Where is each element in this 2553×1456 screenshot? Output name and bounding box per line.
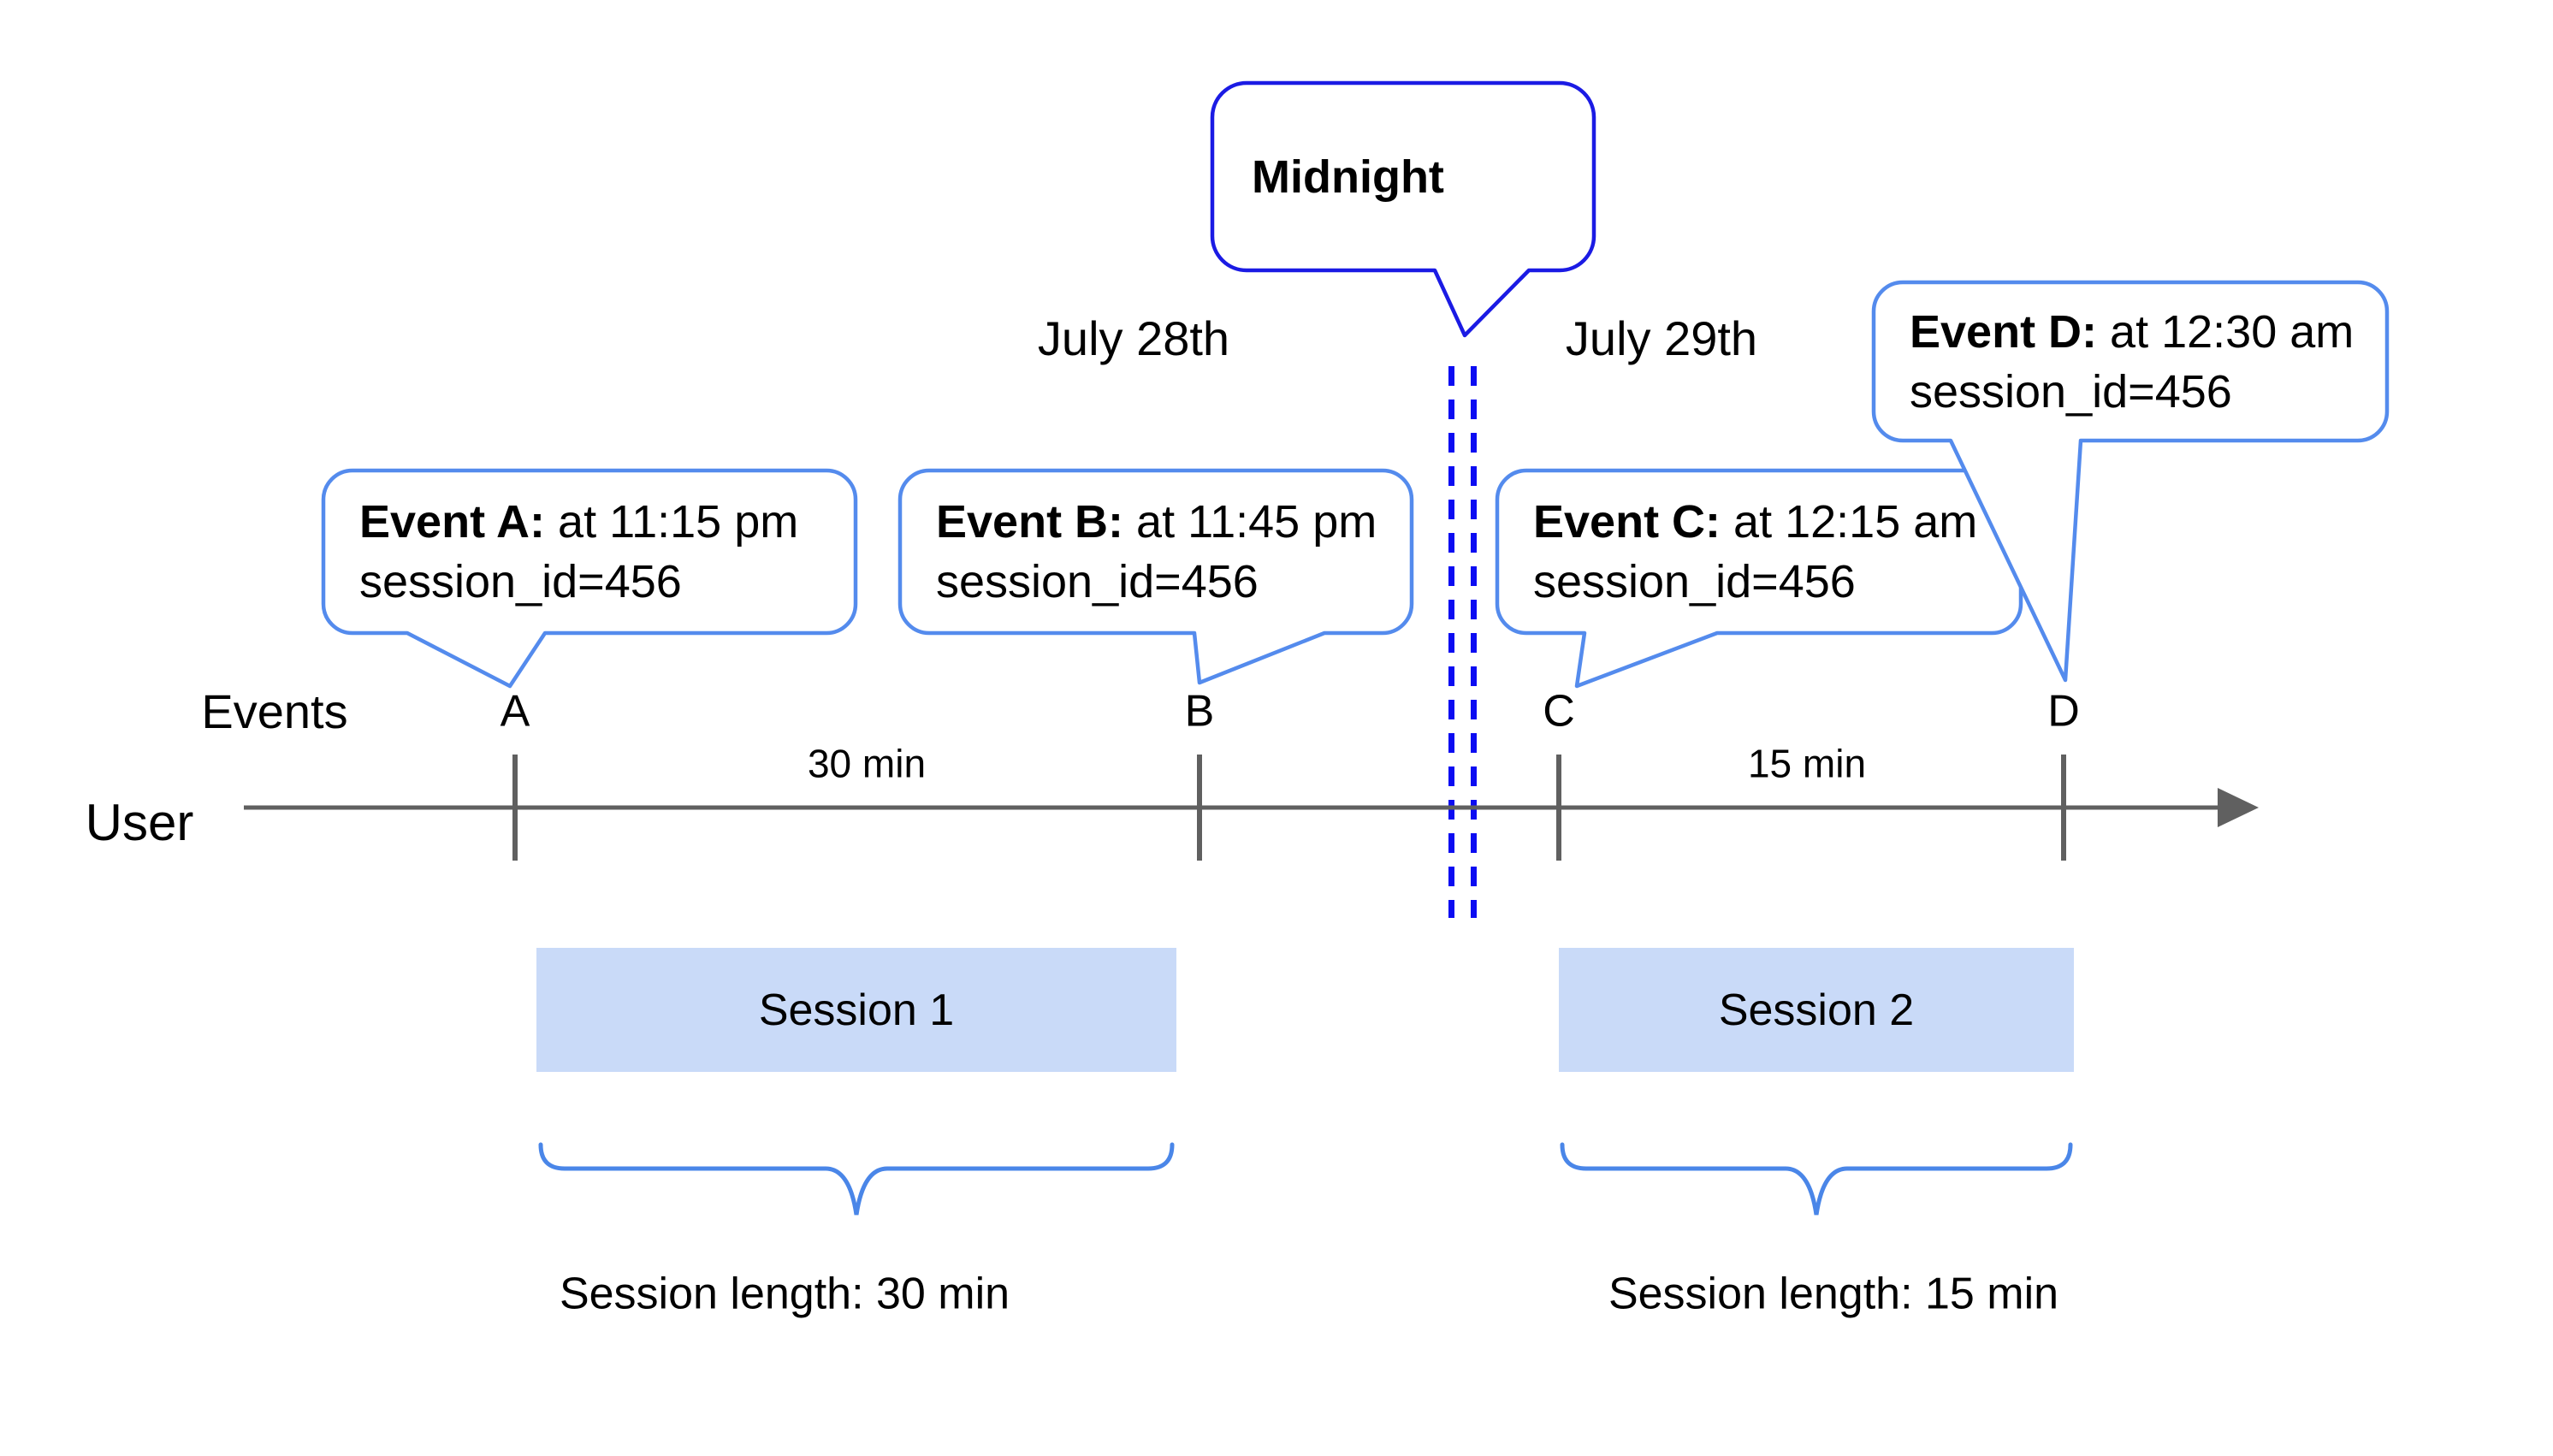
date-label-july-29: July 29th xyxy=(1565,311,1758,366)
interval-label-15min: 15 min xyxy=(1747,741,1867,786)
event-d-time: at 12:30 am xyxy=(2097,305,2355,358)
session-1-label: Session 1 xyxy=(758,985,955,1035)
midnight-callout-text: Midnight xyxy=(1212,83,1594,270)
event-b-callout-shape xyxy=(897,468,1414,685)
event-b-time: at 11:45 pm xyxy=(1123,496,1377,547)
event-d-callout-shape xyxy=(1871,280,2390,683)
event-d-title: Event D: xyxy=(1910,305,2098,358)
event-d-session: session_id=456 xyxy=(1910,365,2232,417)
session-1-brace xyxy=(538,1142,1175,1216)
event-a-time: at 11:15 pm xyxy=(545,496,799,547)
event-b-title: Event B: xyxy=(936,496,1124,547)
user-row-label: User xyxy=(85,794,194,851)
session-1-box: Session 1 xyxy=(536,948,1176,1072)
event-a-callout-shape xyxy=(321,468,858,689)
event-c-title: Event C: xyxy=(1533,496,1721,547)
midnight-label: Midnight xyxy=(1252,151,1444,203)
event-c-session: session_id=456 xyxy=(1533,556,1856,607)
event-b-callout-text: Event B: at 11:45 pm session_id=456 xyxy=(900,471,1412,633)
event-a-callout-text: Event A: at 11:15 pm session_id=456 xyxy=(323,471,856,633)
events-row-label: Events xyxy=(201,684,348,739)
event-a-line1: Event A: at 11:15 pm xyxy=(359,492,856,552)
event-b-line1: Event B: at 11:45 pm xyxy=(936,492,1412,552)
event-c-line1: Event C: at 12:15 am xyxy=(1533,492,2021,552)
session-1-length-label: Session length: 30 min xyxy=(559,1269,1010,1319)
event-c-time: at 12:15 am xyxy=(1721,496,1978,547)
interval-label-30min: 30 min xyxy=(807,741,927,786)
session-2-label: Session 2 xyxy=(1718,985,1915,1035)
timeline-arrowhead-icon xyxy=(2218,788,2259,827)
event-b-session: session_id=456 xyxy=(936,556,1259,607)
event-d-line1: Event D: at 12:30 am xyxy=(1910,302,2387,362)
tick-label-b: B xyxy=(1184,686,1215,737)
event-c-callout-text: Event C: at 12:15 am session_id=456 xyxy=(1497,471,2021,633)
event-d-callout-text: Event D: at 12:30 am session_id=456 xyxy=(1874,282,2387,441)
event-a-session: session_id=456 xyxy=(359,556,682,607)
tick-label-d: D xyxy=(2047,686,2080,737)
session-2-length-label: Session length: 15 min xyxy=(1608,1269,2059,1319)
event-a-title: Event A: xyxy=(359,496,546,547)
session-2-box: Session 2 xyxy=(1559,948,2074,1072)
midnight-callout-shape xyxy=(1210,80,1596,338)
session-2-brace xyxy=(1560,1142,2073,1216)
tick-label-a: A xyxy=(500,686,530,737)
date-label-july-28: July 28th xyxy=(1037,311,1230,366)
tick-label-c: C xyxy=(1543,686,1575,737)
